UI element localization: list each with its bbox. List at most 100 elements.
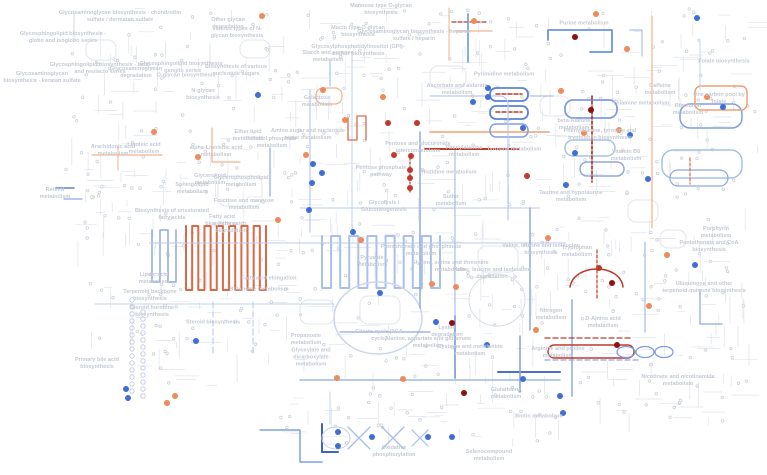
compound-dot-blue[interactable] — [309, 180, 315, 186]
compound-dot-orange[interactable] — [259, 13, 265, 19]
pathway-label[interactable]: Phenylalanine metabolism — [445, 145, 483, 158]
pathway-edge[interactable] — [381, 426, 405, 450]
pathway-edge[interactable] — [347, 426, 371, 450]
pathway-label[interactable]: Selenocompound metabolism — [465, 449, 513, 462]
compound-dot-blue[interactable] — [485, 85, 491, 91]
pathway-edge[interactable] — [547, 29, 613, 53]
pathway-label[interactable]: Propanoate metabolism — [290, 333, 322, 346]
pathway-label[interactable]: Linoleic acid metabolism — [127, 142, 161, 155]
pathway-label[interactable]: Pantothenate and CoA biosynthesis — [679, 240, 739, 253]
pathway-edge[interactable] — [151, 229, 177, 283]
compound-dot-orange[interactable] — [358, 237, 364, 243]
pathway-label[interactable]: Taurine and hypotaurine metabolism — [539, 190, 603, 203]
pathway-cycle[interactable] — [635, 345, 655, 359]
compound-dot-orange[interactable] — [320, 87, 326, 93]
pathway-label[interactable]: Ascorbate and aldarate metabolism — [426, 83, 488, 96]
compound-dot-blue[interactable] — [377, 290, 383, 296]
pathway-label[interactable]: Glycosaminoglycan biosynthesis - chondro… — [58, 10, 182, 23]
compound-dot-orange[interactable] — [704, 94, 710, 100]
compound-dot-orange[interactable] — [533, 327, 539, 333]
pathway-label[interactable]: Tryptophan metabolism — [561, 245, 593, 258]
pathway-label[interactable]: Glycosaminoglycan biosynthesis - keratan… — [3, 71, 81, 84]
pathway-label[interactable]: Arginine and proline metabolism — [531, 346, 585, 359]
compound-dot-orange[interactable] — [380, 94, 386, 100]
compound-dot-blue[interactable] — [645, 176, 651, 182]
pathway-edge[interactable] — [347, 115, 367, 141]
pathway-label[interactable]: Glycerophospholipid metabolism — [213, 175, 269, 188]
compound-dot-blue[interactable] — [125, 395, 131, 401]
pathway-loop[interactable] — [564, 99, 618, 119]
pathway-loop[interactable] — [579, 161, 625, 177]
compound-dot-blue[interactable] — [572, 150, 578, 156]
compound-dot-orange[interactable] — [400, 376, 406, 382]
pathway-loop[interactable] — [489, 123, 529, 138]
pathway-label[interactable]: Pentose and glucuronate interconversions — [385, 141, 451, 154]
pathway-label[interactable]: Alanine, aspartate and glutamate metabol… — [384, 336, 472, 349]
pathway-label[interactable]: Biosynthesis of various nucleotide sugar… — [204, 64, 268, 77]
compound-dot-blue[interactable] — [306, 207, 312, 213]
pathway-label[interactable]: Glycine, serine and threonine metabolism — [411, 260, 489, 273]
compound-dot-blue[interactable] — [485, 94, 491, 100]
pathway-label[interactable]: N-glycan biosynthesis — [186, 88, 220, 101]
compound-dot-orange[interactable] — [429, 281, 435, 287]
pathway-label[interactable]: Glycolysis / Gluconeogenesis — [361, 200, 407, 213]
compound-dot-red[interactable] — [391, 152, 397, 158]
compound-dot-orange[interactable] — [453, 284, 459, 290]
pathway-cycle[interactable] — [468, 273, 526, 327]
pathway-edge[interactable] — [321, 423, 339, 453]
pathway-label[interactable]: Thiamine metabolism — [612, 100, 670, 107]
pathway-label[interactable]: Fatty acid degradation — [215, 221, 247, 234]
compound-dot-orange[interactable] — [275, 217, 281, 223]
compound-dot-blue[interactable] — [425, 434, 431, 440]
pathway-label[interactable]: Riboflavin metabolism — [672, 103, 704, 116]
compound-dot-darkred[interactable] — [572, 34, 578, 40]
compound-dot-blue[interactable] — [694, 15, 700, 21]
compound-dot-blue[interactable] — [123, 386, 129, 392]
pathway-loop[interactable] — [315, 87, 343, 105]
compound-dot-darkred[interactable] — [449, 320, 455, 326]
pathway-label[interactable]: Pyruvate metabolism — [356, 255, 388, 268]
compound-dot-red[interactable] — [596, 265, 602, 271]
pathway-label[interactable]: Glycosaminoglycan biosynthesis - heparan… — [357, 29, 471, 42]
compound-dot-red[interactable] — [407, 175, 413, 181]
pathway-cycle[interactable] — [654, 345, 674, 359]
pathway-label[interactable]: O-glycan biosynthesis — [156, 72, 216, 79]
compound-dot-darkred[interactable] — [461, 390, 467, 396]
compound-dot-red[interactable] — [414, 120, 420, 126]
pathway-label[interactable]: Retinol metabolism — [39, 187, 71, 200]
pathway-label[interactable]: Sphingolipid metabolism — [175, 182, 209, 195]
pathway-loop[interactable] — [564, 139, 616, 157]
compound-dot-orange[interactable] — [593, 11, 599, 17]
pathway-label[interactable]: Fructose and mannose metabolism — [213, 198, 275, 211]
compound-dot-blue[interactable] — [560, 410, 566, 416]
pathway-label[interactable]: Porphyrin metabolism — [700, 226, 732, 239]
pathway-label[interactable]: Valine, leucine and isoleucine biosynthe… — [502, 243, 580, 256]
compound-dot-blue[interactable] — [720, 104, 726, 110]
compound-dot-blue[interactable] — [310, 161, 316, 167]
pathway-label[interactable]: Steroid biosynthesis — [185, 319, 241, 326]
pathway-label[interactable]: Lysine degradation — [431, 325, 463, 338]
pathway-label[interactable]: Ether lipid metabolism — [232, 129, 264, 142]
compound-dot-orange[interactable] — [581, 130, 587, 136]
pathway-label[interactable]: Cysteine and methionine metabolism — [437, 344, 503, 357]
pathway-label[interactable]: Pentose phosphate pathway — [355, 165, 407, 178]
pathway-label[interactable]: Steroid hormone biosynthesis — [129, 305, 174, 318]
compound-dot-blue[interactable] — [335, 443, 341, 449]
pathway-label[interactable]: Mucin type O-glycan biosynthesis — [331, 25, 385, 38]
compound-dot-blue[interactable] — [520, 376, 526, 382]
pathway-label[interactable]: Primary bile acid biosynthesis — [74, 357, 120, 370]
pathway-label[interactable]: Glycosylphosphatidylinositol (GPI)-ancho… — [311, 44, 405, 57]
pathway-label[interactable]: Mannose type O-glycan biosynthesis — [350, 3, 412, 16]
pathway-label[interactable]: Lipoic acid metabolism — [138, 272, 170, 285]
pathway-label[interactable]: Glycerolipid metabolism — [194, 173, 226, 186]
compound-dot-blue[interactable] — [692, 262, 698, 268]
pathway-label[interactable]: Phenylalanine, tyrosine and tryptophan b… — [563, 128, 637, 141]
pathway-edge[interactable] — [185, 225, 267, 291]
compound-dot-orange[interactable] — [172, 393, 178, 399]
pathway-label[interactable]: Starch and sucrose metabolism — [302, 50, 354, 63]
pathway-edge[interactable] — [321, 235, 441, 289]
pathway-label[interactable]: One carbon pool by folate — [693, 92, 745, 105]
pathway-loop[interactable] — [661, 149, 743, 179]
compound-dot-orange[interactable] — [471, 18, 477, 24]
